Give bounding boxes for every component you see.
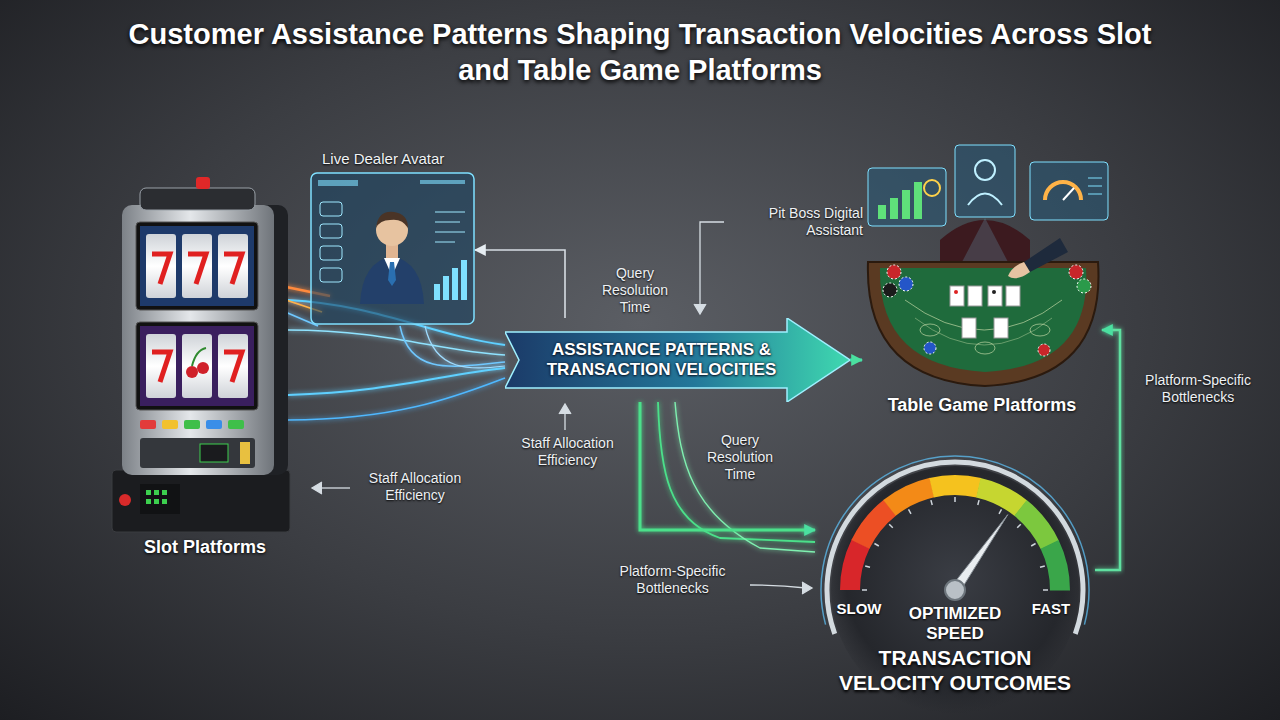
node-text-holder: TRANSACTION VELOCITY OUTCOMES <box>825 645 1085 695</box>
platform-node: Slot Platforms <box>105 185 305 565</box>
callout-label: Query Resolution Time <box>700 432 780 482</box>
callout-label-holder: Platform-Specific Bottlenecks <box>1128 372 1268 406</box>
connector <box>1095 330 1120 570</box>
connector <box>640 402 815 530</box>
callout-label: Query Resolution Time <box>590 265 680 315</box>
node-text: ASSISTANCE PATTERNS & TRANSACTION VELOCI… <box>519 340 804 379</box>
callout-label-holder: Query Resolution Time <box>700 432 780 482</box>
callout-label-holder: Query Resolution Time <box>590 265 680 315</box>
arrow-box: ASSISTANCE PATTERNS & TRANSACTION VELOCI… <box>505 318 850 402</box>
node-text-holder: Table Game Platforms <box>862 395 1102 417</box>
node-text: Slot Platforms <box>105 537 305 559</box>
node-text-holder: SLOW <box>829 600 889 617</box>
node-text-holder: FAST <box>1021 600 1081 617</box>
node-text: Live Dealer Avatar <box>322 150 472 168</box>
callout-label: Staff Allocation Efficiency <box>505 435 630 469</box>
slot-machine <box>112 177 290 532</box>
callout-label-holder: Staff Allocation Efficiency <box>505 435 630 469</box>
gauge-node: SLOWOPTIMIZED SPEEDFAST TRANSACTION VELOC… <box>815 440 1095 705</box>
node-text-holder: Slot Platforms <box>105 537 305 559</box>
connector <box>305 359 505 362</box>
callout-label-holder: Staff Allocation Efficiency <box>355 470 475 504</box>
avatar-screen <box>310 172 475 325</box>
avatar-panel: Live Dealer Avatar <box>310 150 475 325</box>
connector <box>475 250 565 318</box>
node-text: TRANSACTION VELOCITY OUTCOMES <box>825 645 1085 695</box>
callout-label-holder: Pit Boss Digital Assistant <box>728 205 863 239</box>
node-text-holder: OPTIMIZED SPEED <box>890 604 1020 643</box>
node-text: OPTIMIZED SPEED <box>890 604 1020 643</box>
title-holder: Customer Assistance Patterns Shaping Tra… <box>100 16 1180 89</box>
node-text: SLOW <box>829 600 889 617</box>
callout-label: Platform-Specific Bottlenecks <box>600 563 745 597</box>
callout-label: Platform-Specific Bottlenecks <box>1128 372 1268 406</box>
node-text: Table Game Platforms <box>862 395 1102 417</box>
card-table <box>868 145 1108 386</box>
node-text-holder: Live Dealer Avatar <box>322 150 472 168</box>
leader-lines <box>312 222 812 594</box>
callout-label: Pit Boss Digital Assistant <box>728 205 863 239</box>
callout-label-holder: Platform-Specific Bottlenecks <box>600 563 745 597</box>
platform-node: Table Game Platforms <box>862 150 1102 420</box>
connector <box>850 359 862 362</box>
node-text: FAST <box>1021 600 1081 617</box>
diagram-title: Customer Assistance Patterns Shaping Tra… <box>100 16 1180 89</box>
callout-label: Staff Allocation Efficiency <box>355 470 475 504</box>
node-text-holder: ASSISTANCE PATTERNS & TRANSACTION VELOCI… <box>519 340 804 379</box>
